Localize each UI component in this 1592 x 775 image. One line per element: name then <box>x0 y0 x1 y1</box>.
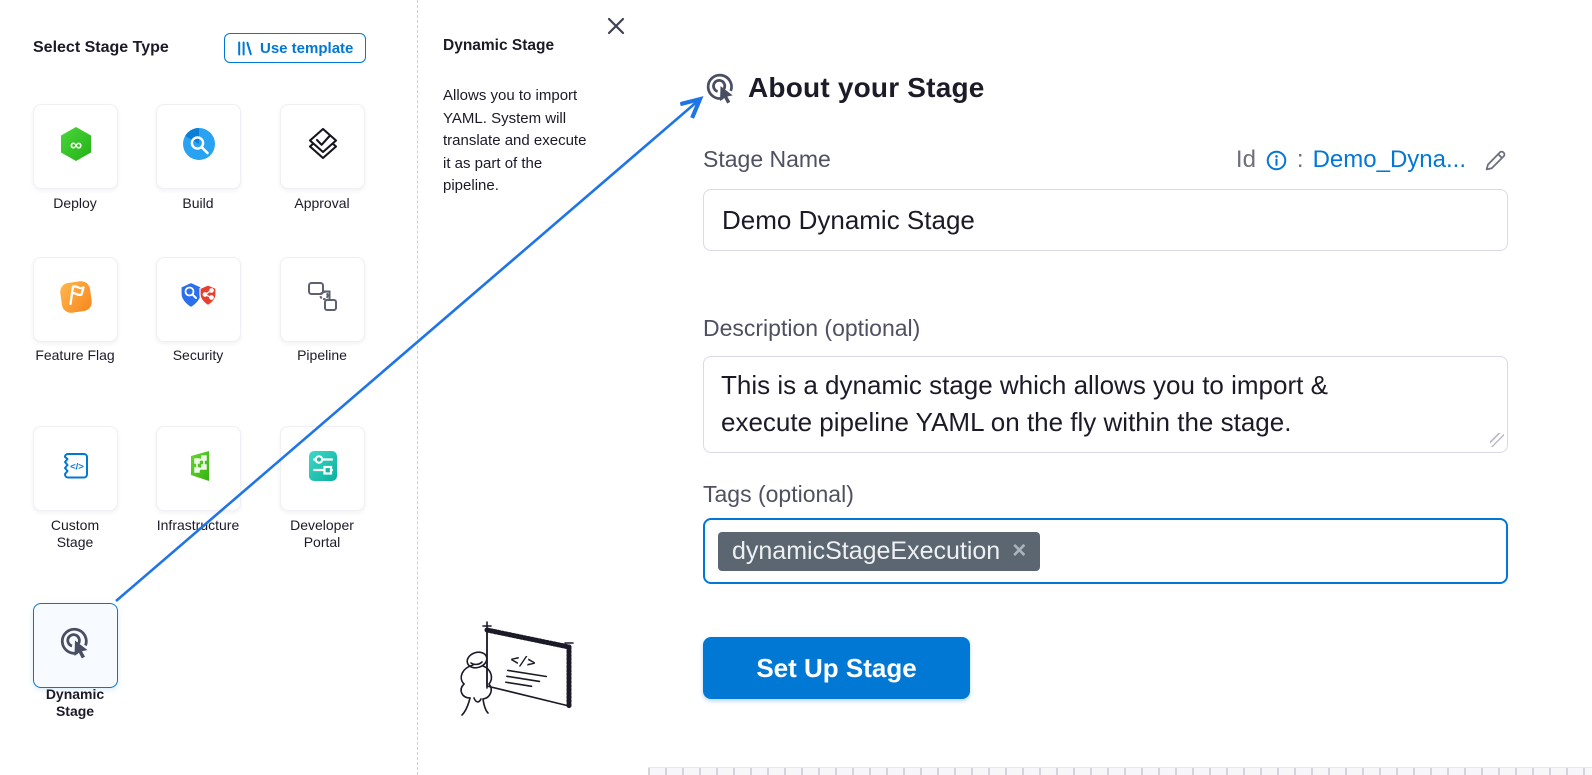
custom-stage-icon: </> <box>56 446 96 491</box>
template-library-icon <box>237 40 253 57</box>
stage-id-row: Id : Demo_Dyna... <box>703 146 1508 174</box>
pipeline-canvas-grid-edge <box>648 767 1592 775</box>
info-panel-title: Dynamic Stage <box>443 37 554 55</box>
stage-card-infrastructure[interactable] <box>156 426 241 511</box>
dynamic-stage-icon <box>57 624 95 667</box>
tag-text: dynamicStageExecution <box>732 537 1000 566</box>
security-icon <box>177 279 221 320</box>
developer-portal-icon <box>303 446 343 491</box>
pipeline-icon <box>303 277 343 322</box>
set-up-stage-button[interactable]: Set Up Stage <box>703 637 970 699</box>
dynamic-stage-icon <box>703 70 740 112</box>
info-icon[interactable] <box>1265 149 1288 172</box>
stage-name-input[interactable] <box>703 189 1508 251</box>
id-label: Id <box>1236 146 1256 174</box>
infrastructure-icon <box>180 447 218 490</box>
stage-card-approval[interactable] <box>280 104 365 189</box>
resize-handle[interactable] <box>1490 433 1504 447</box>
id-value-link[interactable]: Demo_Dyna... <box>1313 146 1466 174</box>
stage-card-build[interactable] <box>156 104 241 189</box>
tag-remove-icon[interactable]: × <box>1012 539 1026 563</box>
tag-chip: dynamicStageExecution × <box>718 532 1040 571</box>
description-textarea[interactable]: This is a dynamic stage which allows you… <box>703 356 1508 453</box>
build-icon <box>179 124 219 169</box>
tags-label: Tags (optional) <box>703 481 854 508</box>
stage-card-custom-stage[interactable]: </> <box>33 426 118 511</box>
stage-label-custom-stage: Custom Stage <box>33 517 117 551</box>
stage-card-security[interactable] <box>156 257 241 342</box>
stage-label-infrastructure: Infrastructure <box>156 517 240 534</box>
pencil-icon[interactable] <box>1483 148 1508 173</box>
about-your-stage-title: About your Stage <box>748 72 985 104</box>
stage-label-security: Security <box>156 347 240 364</box>
stage-label-dynamic-stage: Dynamic Stage <box>33 686 117 720</box>
set-up-stage-label: Set Up Stage <box>756 653 916 684</box>
stage-label-build: Build <box>156 195 240 212</box>
stage-card-pipeline[interactable] <box>280 257 365 342</box>
svg-text:∞: ∞ <box>69 136 81 155</box>
stage-card-dynamic-stage[interactable] <box>33 603 118 688</box>
stage-card-feature-flag[interactable] <box>33 257 118 342</box>
stage-label-approval: Approval <box>280 195 364 212</box>
stage-card-deploy[interactable]: ∞ <box>33 104 118 189</box>
close-icon[interactable] <box>605 15 627 37</box>
person-presenting-whiteboard-illustration: </> <box>450 616 590 731</box>
stage-card-developer-portal[interactable] <box>280 426 365 511</box>
info-panel-description: Allows you to import YAML. System will t… <box>443 85 595 198</box>
feature-flag-icon <box>55 276 97 323</box>
description-label: Description (optional) <box>703 315 920 342</box>
svg-text:</>: </> <box>70 462 84 473</box>
description-field: This is a dynamic stage which allows you… <box>703 356 1508 453</box>
stage-label-pipeline: Pipeline <box>280 347 364 364</box>
tags-input[interactable]: dynamicStageExecution × <box>703 518 1508 584</box>
approval-icon <box>303 124 343 169</box>
deploy-icon: ∞ <box>56 124 96 169</box>
stage-label-deploy: Deploy <box>33 195 117 212</box>
select-stage-type-panel: Select Stage Type Use template ∞ <box>0 0 418 775</box>
use-template-button[interactable]: Use template <box>224 33 366 63</box>
stage-label-feature-flag: Feature Flag <box>33 347 117 364</box>
id-separator: : <box>1297 146 1304 174</box>
stage-label-developer-portal: Developer Portal <box>280 517 364 551</box>
select-stage-type-title: Select Stage Type <box>33 39 169 57</box>
use-template-label: Use template <box>260 40 353 57</box>
